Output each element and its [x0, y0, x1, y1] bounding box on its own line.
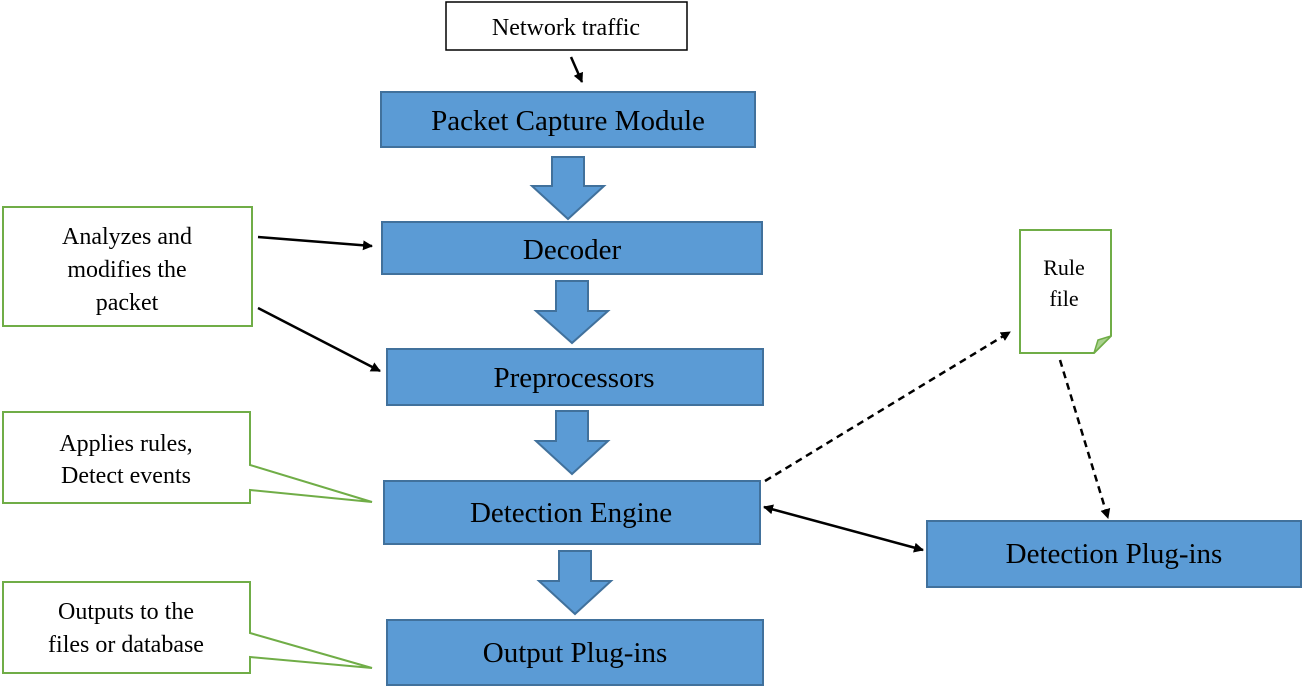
- detection-note-line-1: Applies rules,: [59, 431, 192, 457]
- decoder-label: Decoder: [523, 234, 622, 266]
- preprocessors-label: Preprocessors: [493, 362, 654, 394]
- network-traffic-label: Network traffic: [492, 15, 640, 41]
- down-arrow-2: [533, 280, 611, 345]
- network-traffic-arrow: [569, 56, 584, 83]
- engine-plugins-double-arrow: [763, 504, 924, 553]
- decode-note-line-1: Analyzes and: [62, 224, 192, 250]
- rule-file-to-plugins-dashed-arrow: [1058, 359, 1111, 519]
- packet-capture-module: Packet Capture Module: [380, 91, 756, 148]
- down-arrow-4: [536, 550, 614, 616]
- output-plugins-label: Output Plug-ins: [483, 637, 668, 669]
- output-note-line-1: Outputs to the: [58, 599, 194, 625]
- down-arrow-1: [529, 156, 607, 221]
- detection-engine-label: Detection Engine: [470, 497, 672, 529]
- detection-plugins-module: Detection Plug-ins: [926, 520, 1302, 588]
- detection-note-callout: Applies rules, Detect events: [2, 411, 373, 504]
- detection-engine-module: Detection Engine: [383, 480, 761, 545]
- decode-note-line-3: packet: [96, 290, 159, 316]
- detection-note-line-2: Detect events: [61, 463, 191, 489]
- decode-note-to-decoder-arrow: [257, 235, 373, 251]
- output-note-callout: Outputs to the files or database: [2, 581, 373, 674]
- down-arrow-3: [533, 410, 611, 476]
- decode-note-to-preprocessors-arrow: [257, 306, 381, 373]
- detection-plugins-label: Detection Plug-ins: [1006, 538, 1223, 570]
- packet-capture-label: Packet Capture Module: [431, 105, 705, 137]
- decoder-module: Decoder: [381, 221, 763, 275]
- rule-file-line-2: file: [1049, 286, 1078, 311]
- engine-to-rule-file-dashed-arrow: [764, 330, 1011, 483]
- decode-note-callout: Analyzes and modifies the packet: [2, 206, 253, 327]
- output-plugins-module: Output Plug-ins: [386, 619, 764, 686]
- decode-note-line-2: modifies the: [67, 257, 186, 283]
- rule-file-document: Rule file: [1019, 229, 1112, 354]
- rule-file-line-1: Rule: [1043, 255, 1085, 280]
- output-note-line-2: files or database: [48, 632, 204, 658]
- network-traffic-box: Network traffic: [445, 1, 688, 51]
- preprocessors-module: Preprocessors: [386, 348, 764, 406]
